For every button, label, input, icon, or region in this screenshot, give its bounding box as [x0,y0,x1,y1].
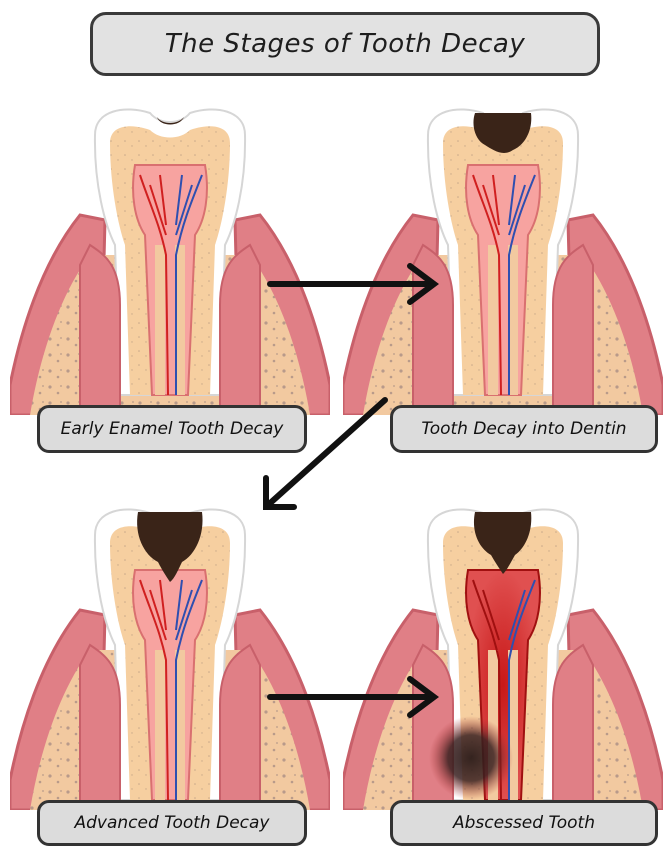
stage-4-label: Abscessed Tooth [453,813,595,833]
stage-2-label-box: Tooth Decay into Dentin [390,405,658,453]
stage-1-label-box: Early Enamel Tooth Decay [37,405,307,453]
arrow-stage1-to-stage2 [270,266,434,302]
stage-1-label: Early Enamel Tooth Decay [61,419,284,439]
stage-3-label: Advanced Tooth Decay [75,813,270,833]
stage-3-label-box: Advanced Tooth Decay [37,800,307,846]
stage-4-label-box: Abscessed Tooth [390,800,658,846]
stage-2-label: Tooth Decay into Dentin [421,419,626,439]
arrow-stage3-to-stage4 [270,679,434,715]
